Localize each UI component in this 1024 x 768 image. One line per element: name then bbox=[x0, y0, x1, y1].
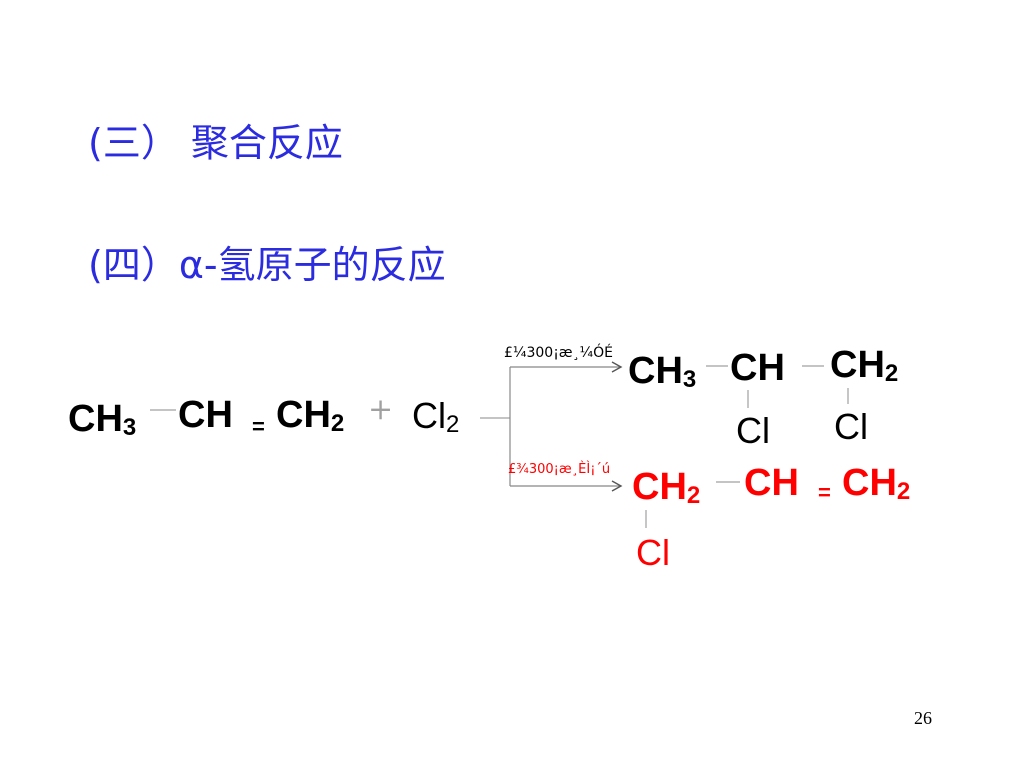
upper-product-ch: CH bbox=[730, 347, 785, 389]
upper-product-ch2: CH2 bbox=[830, 344, 899, 387]
lower-product-double-bond: = bbox=[818, 480, 831, 505]
heading-alpha-hydrogen: (四）α-氢原子的反应 bbox=[88, 243, 446, 287]
reactant-ch: CH bbox=[178, 394, 233, 436]
condition-upper: £¼300¡æ¸¼ÓÉ bbox=[504, 345, 613, 361]
lower-product-cl: Cl bbox=[636, 532, 670, 573]
upper-product-cl-left: Cl bbox=[736, 410, 770, 451]
condition-lower: £¾300¡æ¸ÈÌ¡´ú bbox=[508, 462, 611, 477]
lower-product-ch2: CH2 bbox=[632, 466, 701, 509]
reactant-ch3: CH3 bbox=[68, 398, 137, 441]
arrow-upper-head bbox=[611, 361, 623, 373]
reactant-double-bond: = bbox=[252, 414, 265, 439]
page-number: 26 bbox=[914, 708, 932, 728]
lower-product-ch2-right: CH2 bbox=[842, 462, 911, 505]
reagent-cl2: Cl2 bbox=[412, 395, 460, 438]
lower-product-ch: CH bbox=[744, 462, 799, 504]
upper-product-ch3: CH3 bbox=[628, 350, 697, 393]
arrow-lower-head bbox=[611, 480, 623, 492]
reactant-ch2: CH2 bbox=[276, 394, 345, 437]
heading-polymerization: (三） 聚合反应 bbox=[88, 121, 343, 165]
upper-product-cl-right: Cl bbox=[834, 406, 868, 447]
plus-sign: + bbox=[368, 392, 394, 427]
